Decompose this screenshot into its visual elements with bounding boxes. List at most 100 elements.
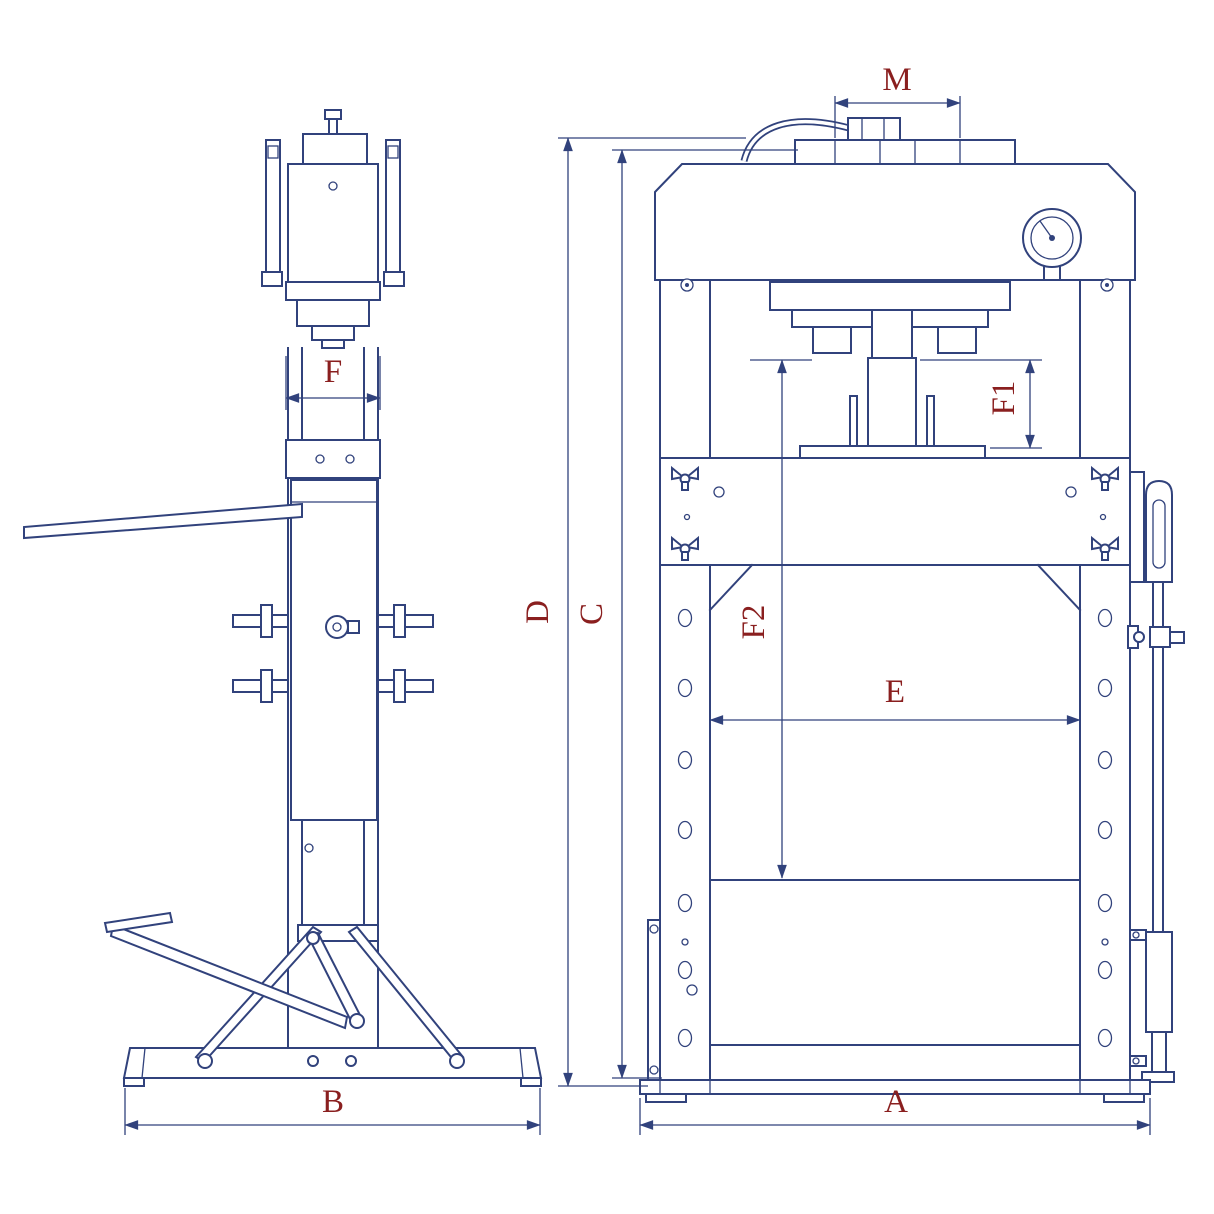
handle-pivot xyxy=(1133,631,1145,643)
bed-chamfer xyxy=(708,563,754,612)
side-pump-unit xyxy=(1127,471,1185,1083)
dim-label-f2: F2 xyxy=(736,605,772,640)
gauge-pivot xyxy=(1049,235,1055,241)
small-hole xyxy=(681,938,689,946)
small-hole xyxy=(1099,513,1107,521)
wing-bolt-icon xyxy=(671,465,699,491)
base-plate xyxy=(122,1047,543,1079)
dimension-annotations: M F F1 F2 D C xyxy=(124,62,1151,1135)
anchor-bolt-icon xyxy=(449,1053,465,1069)
cross-block xyxy=(285,439,381,479)
side-cylinder xyxy=(812,326,852,354)
column-hole xyxy=(1097,608,1113,628)
bolt-icon xyxy=(345,454,355,464)
dim-label-f1: F1 xyxy=(986,381,1022,416)
head-beam xyxy=(654,163,1136,281)
pump-knob-stem xyxy=(328,118,338,135)
dim-label-c: C xyxy=(574,603,610,625)
dim-label-m: M xyxy=(882,62,911,98)
pin-cap xyxy=(393,604,406,638)
base-foot xyxy=(123,1077,145,1087)
top-cylinder-assembly xyxy=(261,109,405,349)
dim-e: E xyxy=(709,674,1081,725)
right-strap xyxy=(385,139,401,273)
ram-nose xyxy=(871,309,913,359)
ram-plate-upper xyxy=(769,281,1011,311)
hydraulic-unit xyxy=(290,479,378,821)
table-block xyxy=(659,457,1131,566)
pin-ring xyxy=(686,984,698,996)
ram-assembly xyxy=(769,281,1011,459)
wing-bolt-icon xyxy=(1091,465,1119,491)
column-hole xyxy=(677,960,693,980)
wing-bolts xyxy=(671,465,1119,561)
column-hole xyxy=(677,750,693,770)
gauge-needle xyxy=(1039,220,1053,239)
release-valve-hub xyxy=(325,615,360,639)
mount-tab xyxy=(1129,929,1147,941)
left-strap xyxy=(265,139,281,273)
column-hole xyxy=(1097,750,1113,770)
handle-socket xyxy=(1149,626,1171,648)
handle-stub xyxy=(1169,631,1185,644)
ram-nozzle xyxy=(311,325,355,341)
small-hole xyxy=(1101,938,1109,946)
pin-cap xyxy=(393,669,406,703)
bed-chamfer xyxy=(1036,563,1082,612)
dim-label-a: A xyxy=(884,1084,908,1120)
base-plate xyxy=(639,1079,1151,1095)
pump-mount xyxy=(1129,471,1145,583)
lower-rod xyxy=(1151,1031,1167,1073)
side-cylinder xyxy=(937,326,977,354)
ram-tip xyxy=(321,339,345,349)
table-hole xyxy=(713,486,725,498)
column-hole xyxy=(677,678,693,698)
hand-lever xyxy=(23,502,303,540)
press-platen xyxy=(799,445,986,459)
bed-panel xyxy=(708,563,1082,1081)
dim-d: D xyxy=(520,137,746,1087)
bolt-icon xyxy=(328,181,338,191)
left-strap-tab xyxy=(261,271,283,287)
pump-slot xyxy=(1152,499,1166,569)
top-cylinder-block xyxy=(794,139,1016,165)
front-view xyxy=(639,117,1185,1103)
pressure-gauge xyxy=(1022,208,1082,281)
foot-pedal-assembly xyxy=(103,911,465,1069)
base-foot xyxy=(1103,1093,1145,1103)
small-hole xyxy=(683,513,691,521)
dim-label-f: F xyxy=(324,354,342,390)
pump-knob xyxy=(324,109,342,120)
dim-f1: F1 xyxy=(920,359,1042,449)
beam-bolts xyxy=(680,278,1114,292)
left-bracket xyxy=(647,919,661,1081)
right-strap-slot xyxy=(387,145,399,159)
pedal-lever xyxy=(109,923,349,1030)
side-base xyxy=(122,1047,543,1087)
work-table xyxy=(659,457,1131,566)
front-base xyxy=(639,1079,1151,1103)
dim-label-e: E xyxy=(885,674,905,710)
gauge-stem xyxy=(1043,265,1061,281)
wing-bolt-icon xyxy=(671,535,699,561)
gauge-dial xyxy=(1030,216,1074,260)
table-pins xyxy=(232,604,434,703)
bolt-icon xyxy=(649,924,659,934)
dim-m: M xyxy=(834,62,961,138)
column-hole xyxy=(1097,960,1113,980)
guide-rod xyxy=(849,395,858,449)
anchor-bolt-icon xyxy=(307,1055,319,1067)
wing-bolt-icon xyxy=(1091,535,1119,561)
top-cap xyxy=(302,133,368,165)
anchor-bolt-icon xyxy=(197,1053,213,1069)
base-foot xyxy=(520,1077,542,1087)
bolt-icon xyxy=(1132,1057,1140,1065)
pivot-bolt-icon xyxy=(306,931,320,945)
pedal-plate xyxy=(103,911,174,934)
right-column-holes xyxy=(1097,608,1113,1048)
mount-tab xyxy=(1129,1055,1147,1067)
column-hole xyxy=(1097,678,1113,698)
ram-tube xyxy=(867,357,917,447)
